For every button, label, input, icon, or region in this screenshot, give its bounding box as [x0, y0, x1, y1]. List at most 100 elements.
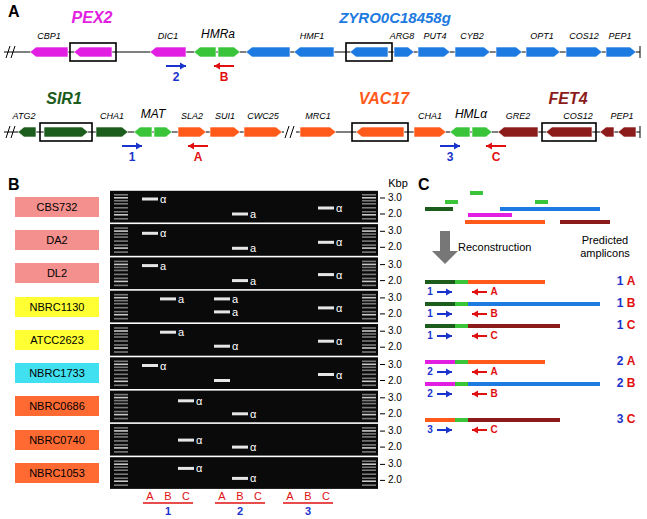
ladder-band	[114, 197, 128, 199]
bar	[425, 418, 455, 422]
ladder-band	[114, 218, 128, 220]
lane-label: C	[254, 490, 262, 503]
primer-head	[446, 289, 452, 296]
step-label: Reconstruction	[458, 241, 531, 254]
locus-name: HMLα	[455, 108, 487, 122]
ladder-band	[362, 303, 376, 305]
bar	[470, 191, 483, 195]
ladder-band	[114, 240, 128, 242]
size-tick	[380, 313, 385, 314]
dna-band	[232, 412, 248, 415]
ladder-band	[362, 274, 376, 276]
gene-arrow	[526, 47, 560, 57]
amplicon-label: 1	[617, 275, 624, 289]
ladder-band	[362, 340, 376, 342]
dna-band	[318, 241, 334, 244]
primer-head	[446, 311, 452, 318]
ladder-band	[114, 436, 128, 438]
bar	[465, 220, 545, 224]
dna-band	[318, 207, 334, 210]
dna-band	[160, 297, 176, 300]
size-marker: 2.0	[388, 375, 402, 387]
bar	[455, 360, 468, 364]
ladder-band	[114, 227, 128, 229]
gene-label: CBP1	[37, 31, 61, 41]
band-allele: α	[196, 462, 202, 475]
gene-arrow	[134, 127, 152, 137]
ladder-band	[114, 367, 128, 369]
strain-name: NBRC1053	[29, 467, 85, 479]
ladder-band	[114, 344, 128, 346]
gene-label: SLA2	[181, 111, 203, 121]
gene-arrow	[498, 127, 538, 137]
ladder-band	[114, 427, 128, 429]
gene-arrow	[150, 47, 186, 57]
size-marker: 2.0	[388, 308, 402, 320]
lane-group-bar	[143, 502, 193, 504]
size-marker: 3.0	[388, 425, 402, 437]
size-tick	[380, 231, 385, 232]
dna-band	[142, 198, 158, 201]
ladder-band	[362, 251, 376, 253]
ladder-band	[362, 370, 376, 372]
bar	[425, 280, 455, 284]
gene-arrow	[210, 127, 240, 137]
dna-band	[214, 379, 230, 382]
ladder-band	[362, 447, 376, 449]
band-allele: a	[178, 293, 184, 306]
band-allele: α	[336, 268, 342, 281]
primer-label: 2	[237, 505, 243, 518]
ladder-band	[362, 247, 376, 249]
bar	[560, 220, 610, 224]
gel-image	[110, 357, 378, 389]
highlight-box	[40, 123, 92, 141]
size-tick	[380, 397, 385, 398]
gene-arrow	[96, 127, 128, 137]
ladder-band	[114, 466, 128, 468]
ladder-band	[114, 400, 128, 402]
gene-label: SUI1	[215, 111, 235, 121]
amplicon-label: 3	[617, 413, 624, 427]
dna-band	[178, 399, 194, 402]
size-marker: 3.0	[388, 192, 402, 204]
size-marker: 3.0	[388, 359, 402, 371]
size-marker: 2.0	[388, 341, 402, 353]
bar	[455, 280, 468, 284]
ladder-band	[362, 367, 376, 369]
band-allele: a	[160, 259, 166, 272]
break-mark	[6, 126, 10, 138]
primer-head	[472, 289, 478, 296]
ladder-band	[362, 466, 376, 468]
gene-name: ZYRO0C18458g	[339, 9, 451, 26]
ladder-band	[114, 351, 128, 353]
bar	[425, 207, 453, 211]
ladder-band	[362, 336, 376, 338]
gene-label: CWC25	[247, 111, 279, 121]
ladder-band	[114, 264, 128, 266]
band-allele: α	[250, 472, 256, 485]
primer-label: 2	[173, 71, 180, 85]
lane-label: A	[218, 490, 225, 503]
gene-arrow	[600, 127, 614, 137]
band-allele: α	[336, 236, 342, 249]
ladder-band	[362, 318, 376, 320]
ladder-band	[362, 270, 376, 272]
primer-label: B	[490, 388, 497, 400]
size-tick	[380, 247, 385, 248]
size-tick	[380, 347, 385, 348]
gene-arrow	[546, 127, 592, 137]
ladder-band	[362, 344, 376, 346]
ladder-band	[362, 194, 376, 196]
dna-band	[160, 331, 176, 334]
ladder-band	[114, 274, 128, 276]
gene-arrow	[244, 127, 282, 137]
primer-head	[446, 391, 452, 398]
ladder-band	[362, 378, 376, 380]
band-allele: α	[160, 227, 166, 240]
ladder-band	[362, 411, 376, 413]
lane-label: B	[164, 490, 171, 503]
lane-label: B	[236, 490, 243, 503]
ladder-band	[362, 484, 376, 486]
ladder-band	[114, 364, 128, 366]
gel-image	[110, 424, 378, 456]
